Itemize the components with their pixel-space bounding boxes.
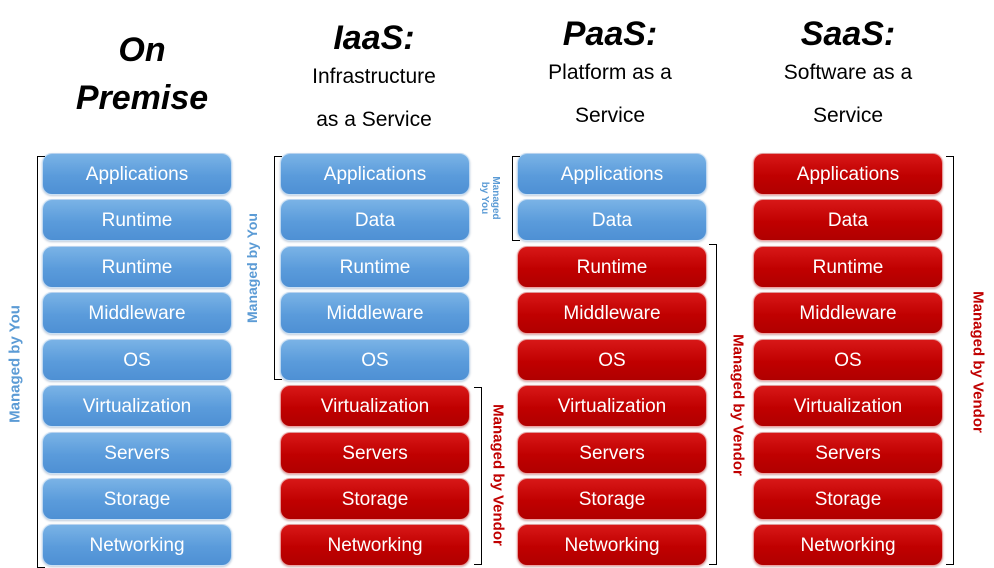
layer-middleware: Middleware: [280, 292, 470, 334]
layer-virtualization: Virtualization: [517, 385, 707, 427]
layer-servers: Servers: [753, 432, 943, 474]
layer-os: OS: [753, 339, 943, 381]
layer-virtualization: Virtualization: [753, 385, 943, 427]
layer-servers: Servers: [517, 432, 707, 474]
column-subtitle: Software as a Service: [783, 61, 913, 127]
layer-data: Data: [280, 199, 470, 241]
label-managed-by-you: Managed by You: [6, 305, 24, 423]
layer-runtime: Runtime: [42, 199, 232, 241]
column-heading: On Premise: [75, 31, 209, 117]
layer-runtime: Runtime: [42, 246, 232, 288]
column-heading: SaaS:: [800, 15, 896, 53]
layer-servers: Servers: [280, 432, 470, 474]
layer-networking: Networking: [753, 524, 943, 566]
layer-applications: Applications: [517, 153, 707, 195]
column-heading: PaaS:: [562, 15, 658, 53]
layer-runtime: Runtime: [280, 246, 470, 288]
layer-virtualization: Virtualization: [280, 385, 470, 427]
label-managed-by-vendor: Managed by Vendor: [969, 291, 987, 433]
layer-runtime: Runtime: [517, 246, 707, 288]
layer-servers: Servers: [42, 432, 232, 474]
bracket-managed-by-you: [512, 156, 520, 241]
bracket-managed-by-you: [37, 156, 45, 568]
layer-virtualization: Virtualization: [42, 385, 232, 427]
layer-storage: Storage: [42, 478, 232, 520]
layer-os: OS: [280, 339, 470, 381]
layer-os: OS: [517, 339, 707, 381]
layer-runtime: Runtime: [753, 246, 943, 288]
layer-networking: Networking: [280, 524, 470, 566]
layer-data: Data: [753, 199, 943, 241]
layer-middleware: Middleware: [517, 292, 707, 334]
layer-os: OS: [42, 339, 232, 381]
label-managed-by-you: Managed by You: [244, 213, 260, 323]
label-managed-by-vendor: Managed by Vendor: [729, 334, 747, 476]
layer-applications: Applications: [42, 153, 232, 195]
bracket-managed-by-vendor: [709, 244, 717, 565]
layer-storage: Storage: [753, 478, 943, 520]
layer-networking: Networking: [42, 524, 232, 566]
layer-applications: Applications: [753, 153, 943, 195]
label-managed-by-vendor: Managed by Vendor: [489, 404, 507, 546]
bracket-managed-by-vendor: [474, 387, 482, 565]
layer-networking: Networking: [517, 524, 707, 566]
column-heading: IaaS:: [333, 19, 415, 57]
column-subtitle: Platform as a Service: [548, 61, 672, 127]
layer-data: Data: [517, 199, 707, 241]
layer-middleware: Middleware: [42, 292, 232, 334]
label-managed-by-you-small: Managed by You: [479, 176, 501, 220]
bracket-managed-by-vendor: [946, 156, 954, 565]
column-subtitle: Infrastructure as a Service: [312, 65, 436, 131]
layer-applications: Applications: [280, 153, 470, 195]
bracket-managed-by-you: [274, 156, 282, 380]
layer-storage: Storage: [280, 478, 470, 520]
layer-storage: Storage: [517, 478, 707, 520]
layer-middleware: Middleware: [753, 292, 943, 334]
